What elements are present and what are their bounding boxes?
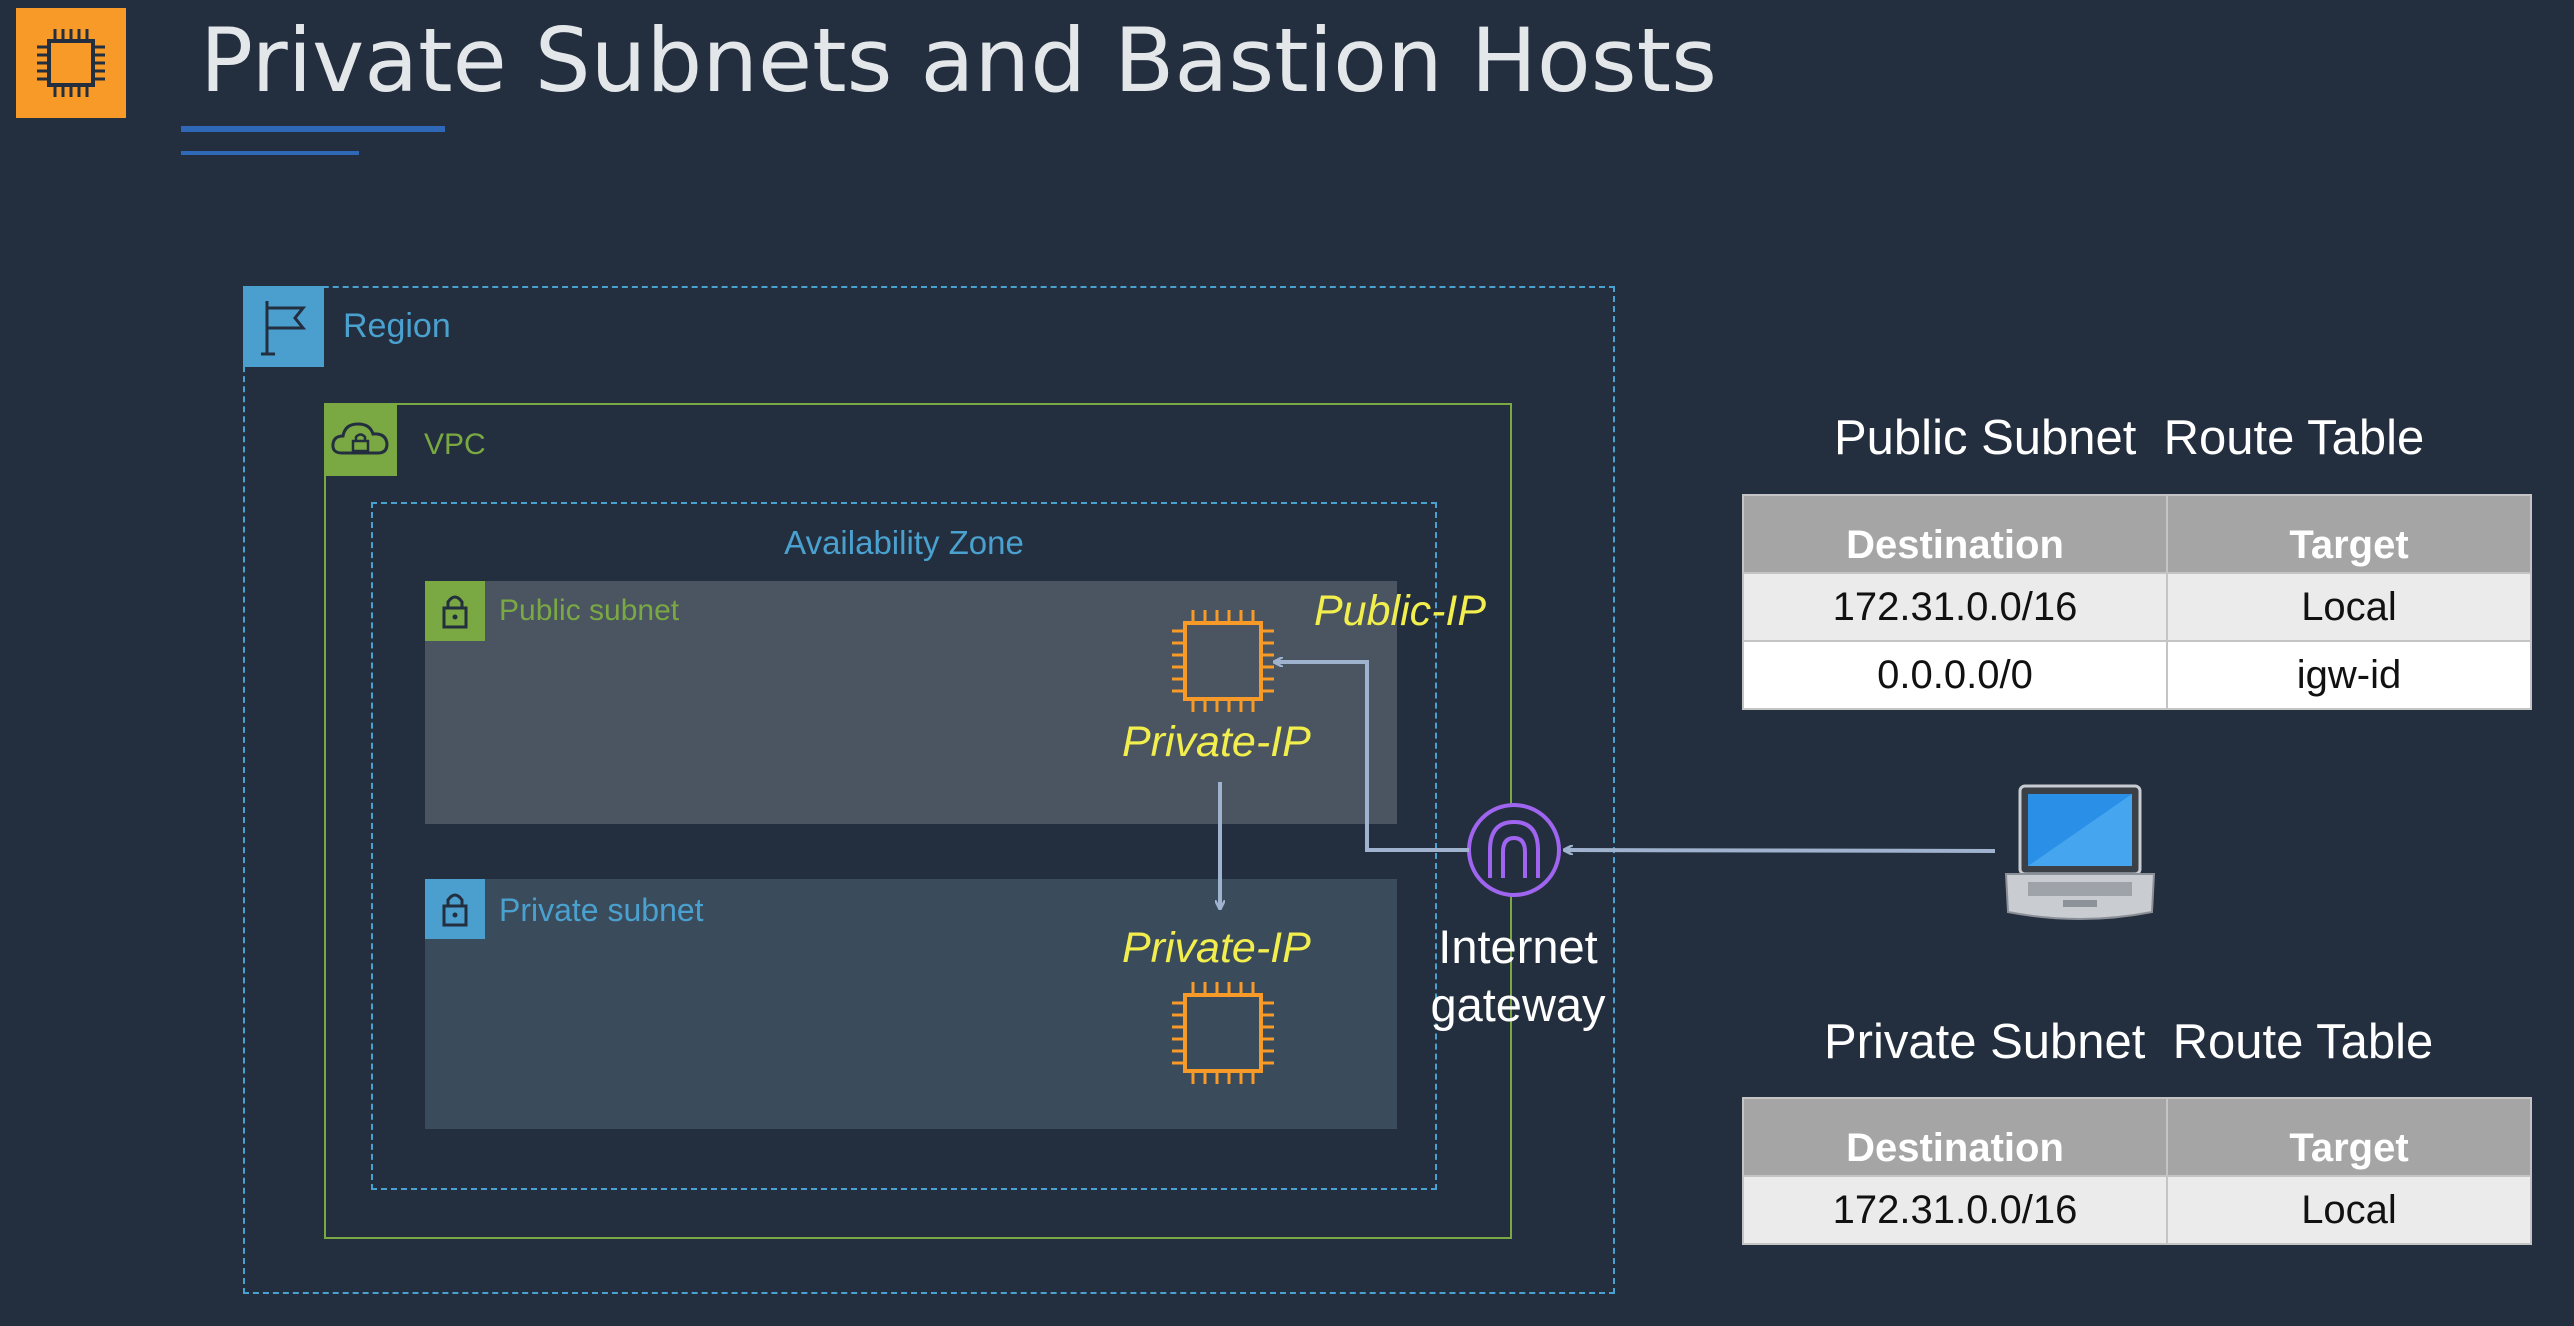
table-row: 0.0.0.0/0 igw-id (1742, 640, 2532, 710)
igw-label-line2: gateway (1430, 978, 1606, 1031)
private-subnet (425, 879, 1397, 1129)
igw-to-bastion-arrow (1275, 662, 1469, 852)
public-rt-header-target: Target (2166, 494, 2532, 574)
table-row: 172.31.0.0/16 Local (1742, 1175, 2532, 1245)
private-rt-header-target: Target (2166, 1097, 2532, 1177)
availability-zone-boundary (371, 502, 1437, 1190)
padlock-icon (442, 893, 468, 927)
private-route-table-title: Private Subnet Route Table (1824, 1015, 2434, 1069)
private-subnet-label: Private subnet (499, 892, 704, 928)
region-label: Region (343, 307, 451, 345)
vpc-label: VPC (424, 428, 486, 461)
bastion-instance-icon[interactable] (1172, 610, 1274, 712)
private-rt-destination: 172.31.0.0/16 (1742, 1175, 2168, 1245)
public-rt-target: Local (2166, 572, 2532, 642)
bastion-private-ip-label: Private-IP (1122, 718, 1311, 766)
compute-chip-icon (37, 29, 105, 97)
availability-zone-label: Availability Zone (784, 524, 1024, 561)
igw-label-line1: Internet (1438, 920, 1598, 973)
cloud-lock-icon (331, 422, 389, 455)
private-subnet-tag (425, 879, 485, 939)
public-rt-destination: 172.31.0.0/16 (1742, 572, 2168, 642)
public-rt-header-destination: Destination (1742, 494, 2168, 574)
padlock-icon (442, 595, 468, 629)
private-route-table: Destination Target 172.31.0.0/16 Local (1742, 1097, 2532, 1245)
public-ip-label: Public-IP (1314, 587, 1487, 635)
flag-icon (261, 301, 307, 356)
internet-gateway-label: Internet gateway (1408, 918, 1628, 1034)
private-instance-icon[interactable] (1172, 982, 1274, 1084)
laptop-icon[interactable] (2004, 784, 2156, 920)
private-rt-target: Local (2166, 1175, 2532, 1245)
slide-title: Private Subnets and Bastion Hosts (200, 9, 1717, 112)
private-instance-ip-label: Private-IP (1122, 924, 1311, 972)
title-underline-secondary (181, 151, 359, 155)
internet-gateway-icon[interactable] (1467, 803, 1561, 897)
laptop-to-igw-arrow (1565, 850, 1996, 851)
public-subnet-label: Public subnet (499, 594, 680, 627)
compute-logo (16, 8, 126, 118)
public-route-table-title: Public Subnet Route Table (1834, 411, 2425, 465)
title-underline (181, 126, 445, 132)
private-rt-header-destination: Destination (1742, 1097, 2168, 1177)
public-subnet-tag (425, 581, 485, 641)
region-boundary (243, 286, 1615, 1294)
table-row: 172.31.0.0/16 Local (1742, 572, 2532, 642)
vpc-tag (324, 403, 397, 476)
public-rt-destination: 0.0.0.0/0 (1742, 640, 2168, 710)
public-rt-target: igw-id (2166, 640, 2532, 710)
region-tag (243, 286, 324, 367)
public-route-table: Destination Target 172.31.0.0/16 Local 0… (1742, 494, 2532, 710)
